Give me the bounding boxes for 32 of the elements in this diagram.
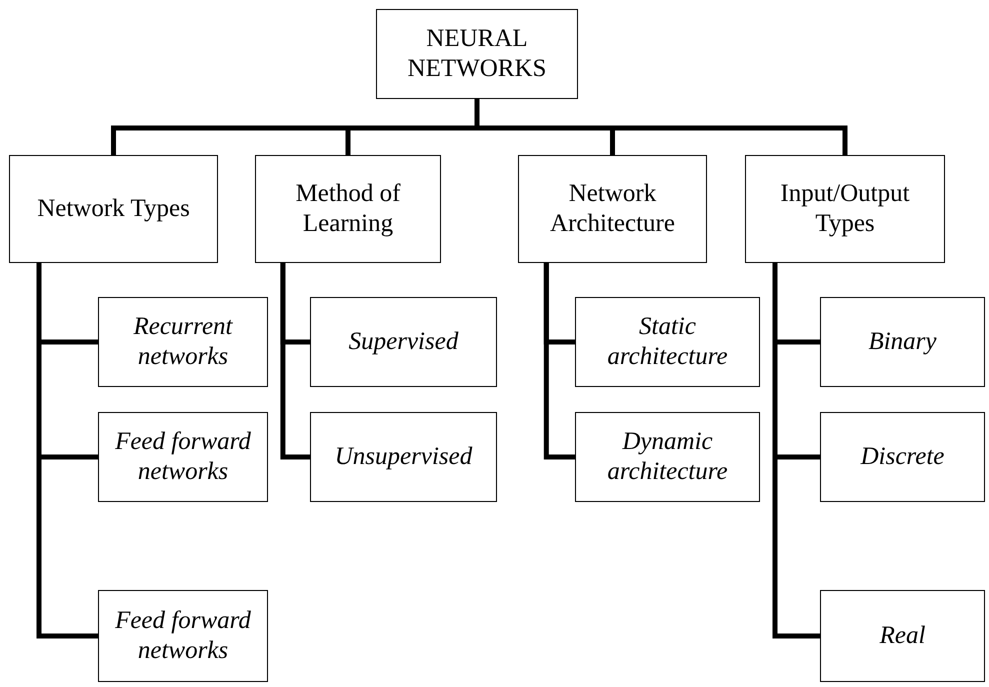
root-box (376, 9, 578, 99)
item-box (98, 412, 268, 502)
category-box (745, 155, 945, 263)
node-label: Network Types (37, 194, 190, 224)
item-box (575, 412, 760, 502)
item-box (820, 590, 985, 682)
item-box (820, 297, 985, 387)
node-label: Input/Output Types (779, 179, 911, 239)
node-label: Static architecture (606, 312, 729, 372)
item-box (98, 297, 268, 387)
category-box (255, 155, 441, 263)
node-label: Network Architecture (549, 179, 676, 239)
connector-line (280, 260, 312, 460)
item-box (310, 412, 497, 502)
node-label: Unsupervised (334, 442, 472, 472)
node-label: Supervised (348, 327, 458, 357)
node-label: Real (880, 621, 926, 651)
item-box (820, 412, 985, 502)
node-label: Feed forward networks (114, 606, 252, 666)
node-label: NEURAL NETWORKS (406, 24, 548, 84)
node-label: Dynamic architecture (606, 427, 729, 487)
node-label: Feed forward networks (114, 427, 252, 487)
node-label: Discrete (860, 442, 944, 472)
connector-line (544, 260, 578, 460)
category-box (518, 155, 707, 263)
node-label: Method of Learning (294, 179, 402, 239)
item-box (98, 590, 268, 682)
item-box (310, 297, 497, 387)
item-box (575, 297, 760, 387)
category-box (9, 155, 218, 263)
node-label: Recurrent networks (132, 312, 234, 372)
node-label: Binary (868, 327, 937, 357)
